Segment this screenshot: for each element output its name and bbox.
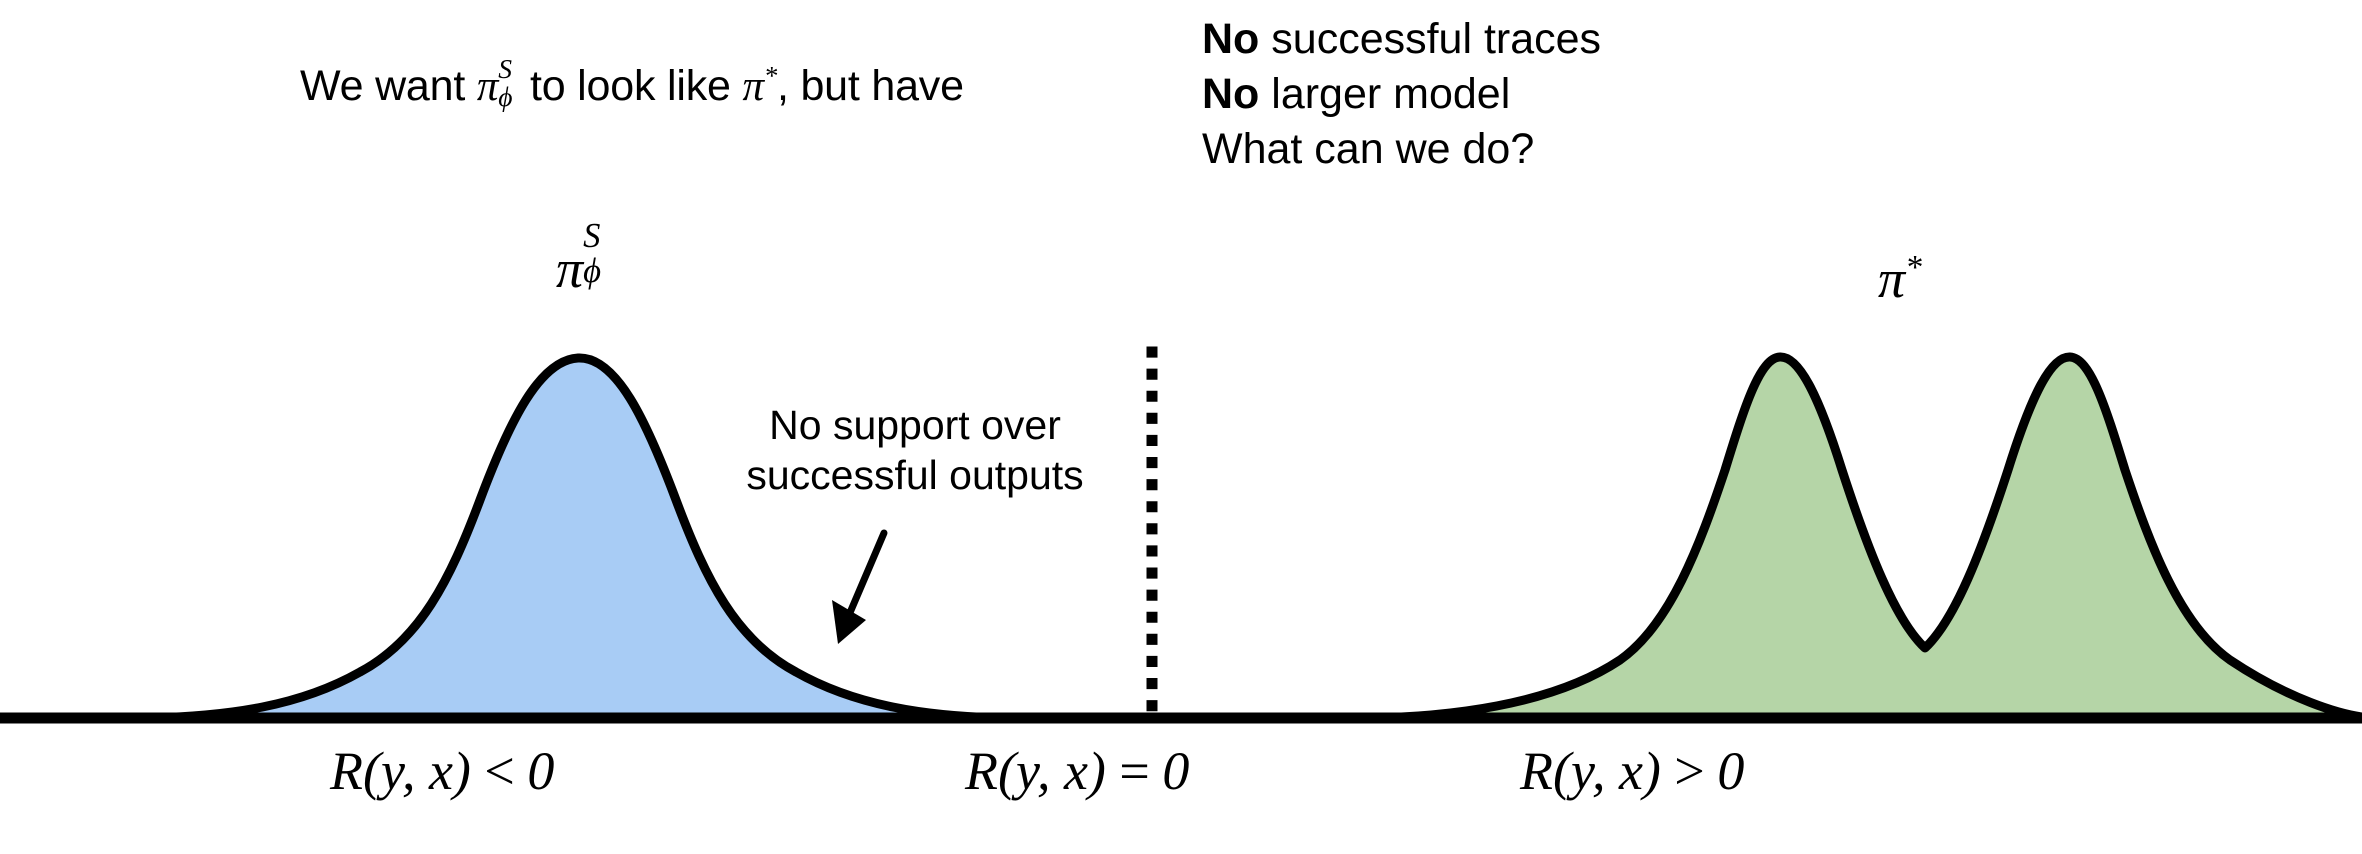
no-support-callout: No support over successful outputs [700,400,1130,500]
constraint-2-emphasis: No [1202,70,1260,118]
callout-line-2: successful outputs [746,452,1084,498]
threshold-value-positive: 0 [1717,741,1745,801]
policy-pi-phi-curve [145,353,1005,723]
pi-subscript-phi: ϕ [583,251,601,290]
threshold-value-zero: 0 [1162,741,1190,801]
reward-function-negative: R(y, x) [330,741,471,801]
constraint-1-emphasis: No [1202,15,1260,63]
pi-star-superscript: * [763,60,777,91]
header-left-middle: to look like [518,62,743,110]
pi-star-base: π [742,63,764,110]
pi-superscript-s: S [498,52,512,84]
comparison-operator-positive: > [1670,741,1708,801]
pi-star-superscript: * [1905,249,1922,286]
header-right-constraints: No successful traces No larger model Wha… [1202,12,1601,177]
axis-label-positive-reward: R(y, x)>0 [1520,740,1744,802]
comparison-operator-zero: = [1115,741,1153,801]
reward-function-positive: R(y, x) [1520,741,1661,801]
pi-star-base: π [1878,249,1906,309]
constraint-line-3: What can we do? [1202,125,1535,173]
header-left-suffix: , but have [776,62,964,110]
constraint-2-text: larger model [1259,70,1511,118]
constraint-line-2: No larger model [1202,67,1601,122]
pi-subscript-phi: ϕ [498,81,513,112]
threshold-value-negative: 0 [527,741,555,801]
axis-label-zero-reward: R(y, x)=0 [965,740,1189,802]
header-left-prefix: We want [300,62,477,110]
pi-superscript-s: S [583,216,601,255]
comparison-operator-negative: < [480,741,518,801]
callout-line-1: No support over [769,402,1061,448]
constraint-line-1: No successful traces [1202,12,1601,67]
constraint-1-text: successful traces [1259,15,1602,63]
reward-function-zero: R(y, x) [965,741,1106,801]
curve-label-pi-star: π* [1878,248,1922,310]
callout-arrow [832,529,888,644]
pi-base: π [556,239,584,299]
optimal-pi-star-curve [1375,352,2362,723]
pi-base: π [476,63,499,110]
pi-star-symbol-inline: π* [742,60,777,110]
axis-label-negative-reward: R(y, x)<0 [330,740,554,802]
